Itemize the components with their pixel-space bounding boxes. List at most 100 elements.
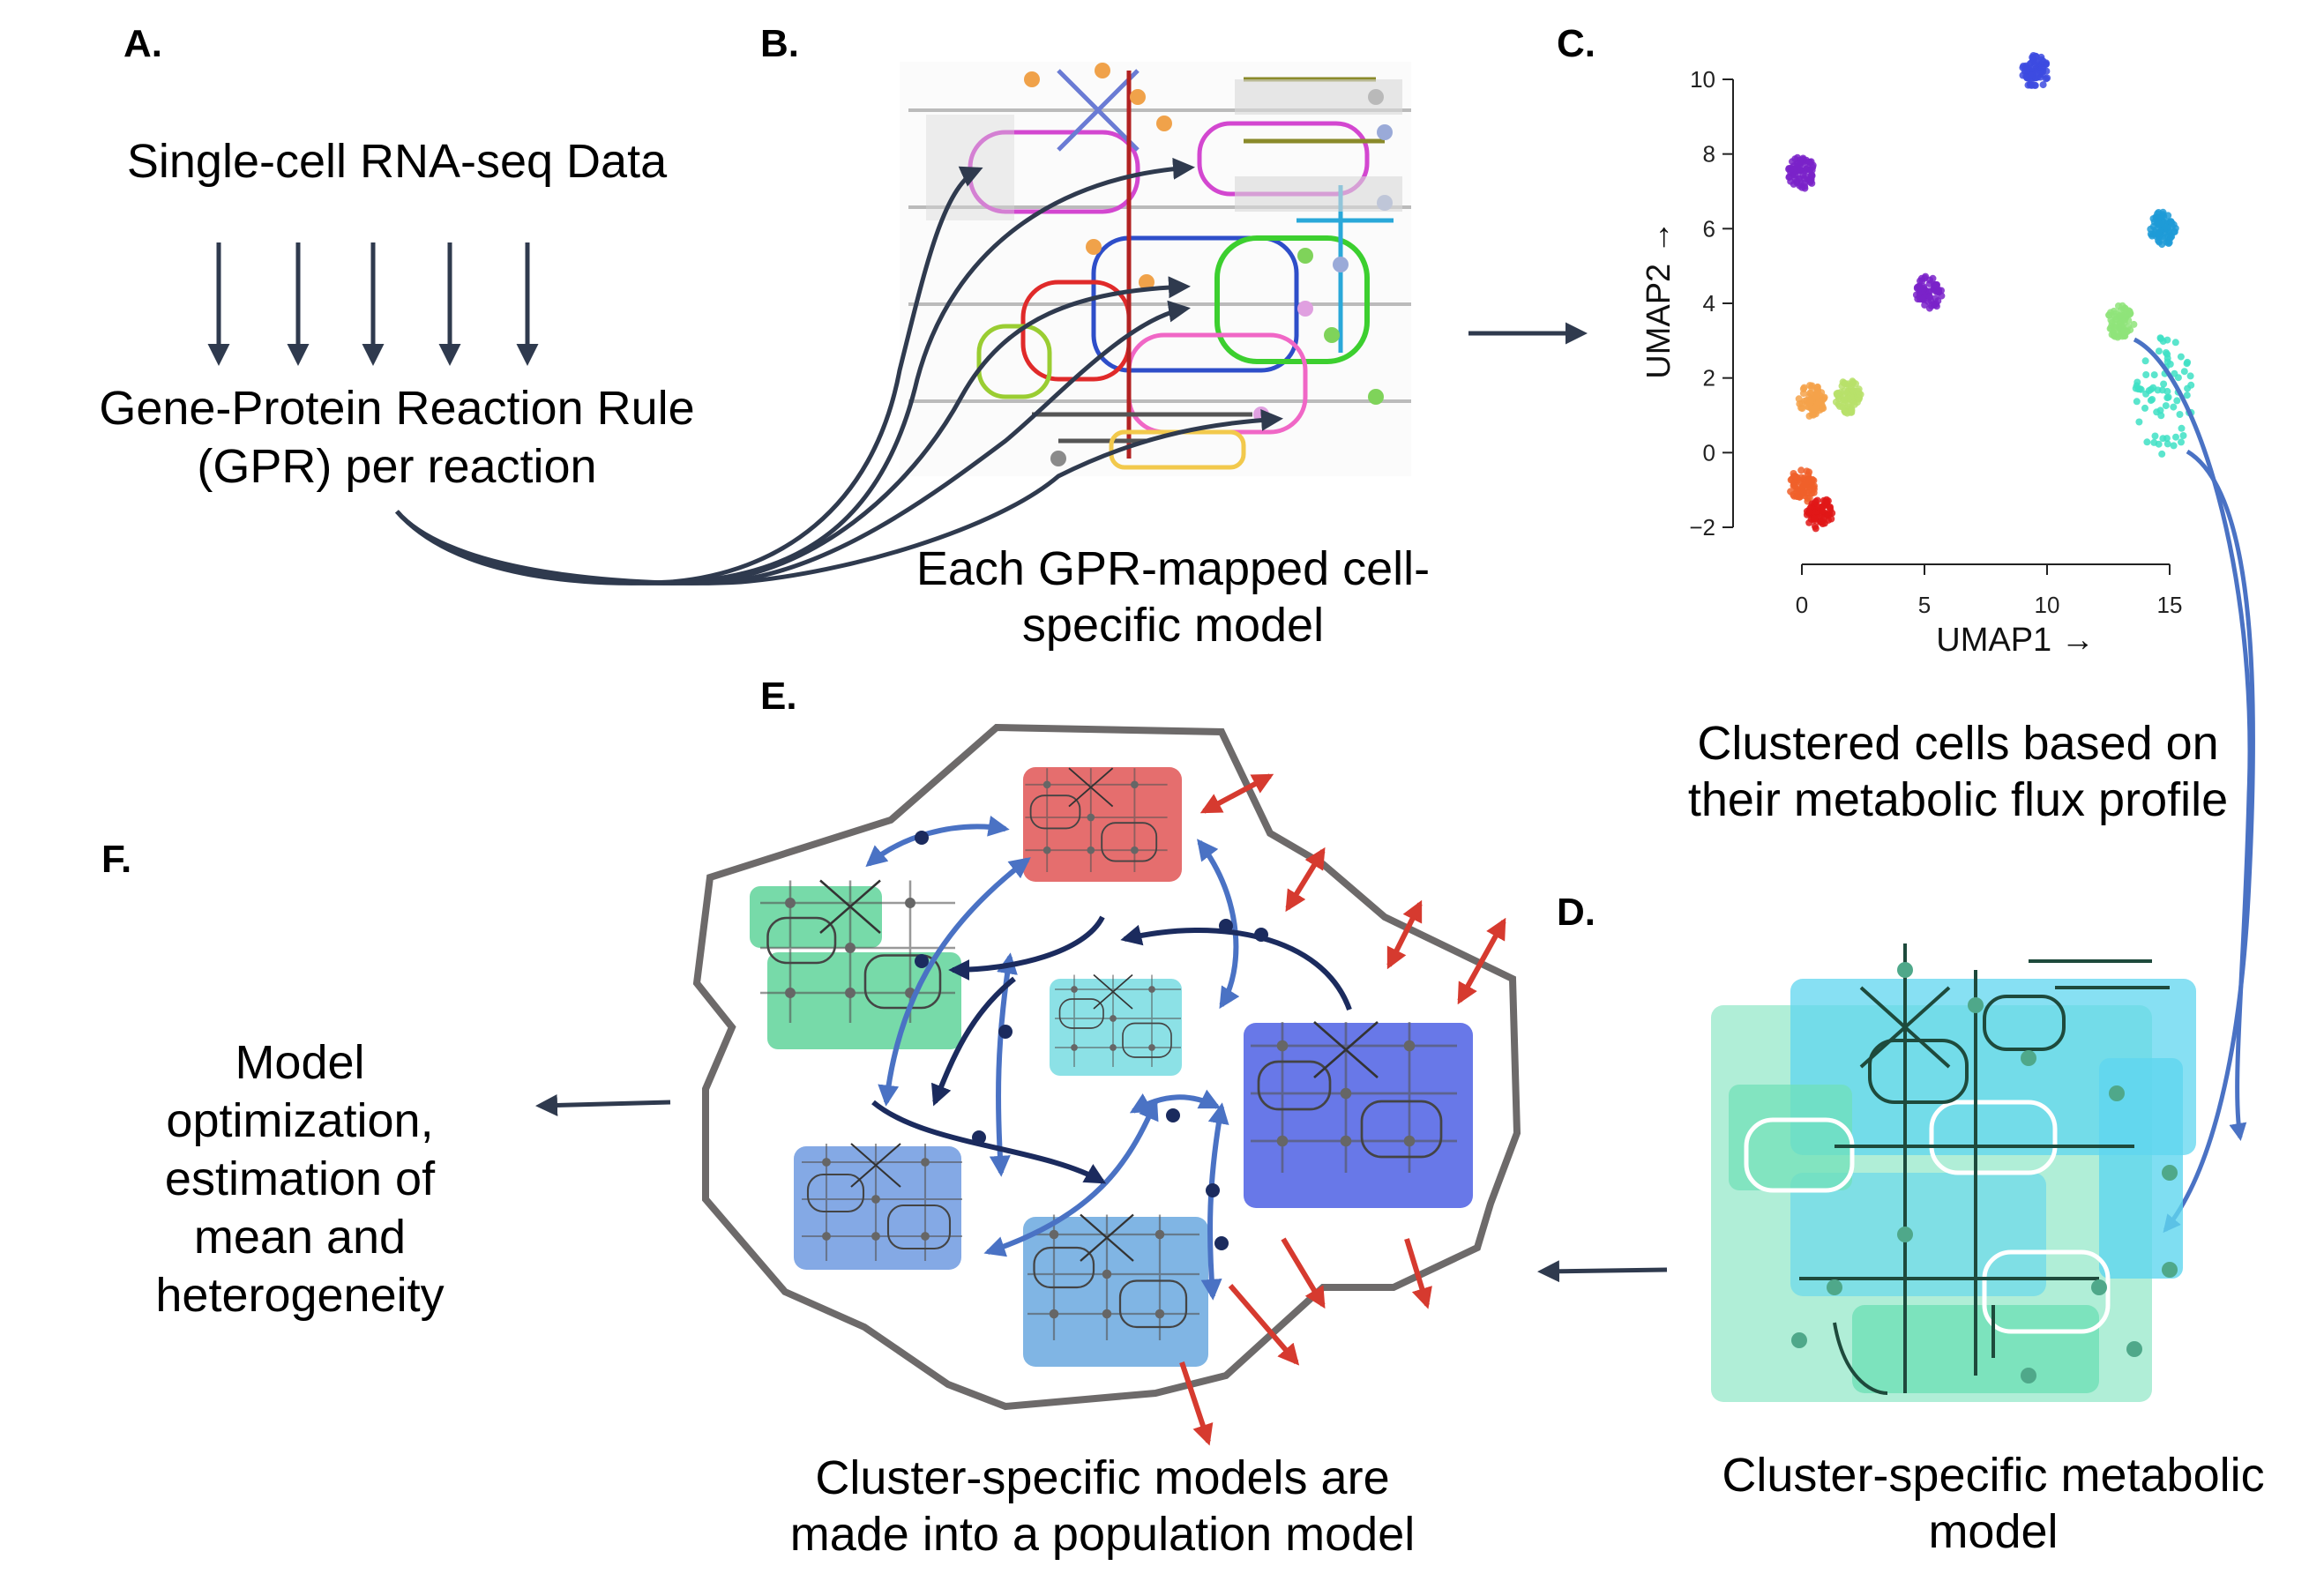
umap-point	[2150, 218, 2158, 226]
umap-point	[1811, 514, 1819, 522]
umap-point	[2163, 336, 2171, 344]
umap-point	[2177, 353, 2185, 361]
panel-e-exchange-arrows	[1179, 773, 1506, 1446]
umap-point	[2184, 358, 2192, 366]
panel-label-b: B.	[760, 22, 799, 65]
panel-f-line-3: estimation of	[164, 1152, 436, 1205]
umap-point	[1806, 382, 1814, 390]
umap-point	[1818, 514, 1826, 522]
umap-point	[2043, 67, 2051, 75]
umap-point	[1804, 165, 1811, 173]
umap-point	[1852, 380, 1859, 388]
umap-point	[2133, 378, 2141, 386]
umap-point	[1827, 503, 1834, 511]
umap-y-tick-label: 0	[1703, 439, 1715, 466]
umap-point	[1805, 518, 1813, 526]
panel-label-e: E.	[760, 675, 797, 718]
umap-point	[2179, 432, 2187, 439]
panel-b-caption-1: Each GPR-mapped cell-	[915, 542, 1431, 595]
umap-y-tick-label: −2	[1689, 514, 1715, 541]
umap-point	[1812, 525, 1820, 533]
panel-label-d: D.	[1557, 891, 1595, 934]
cluster-model-skyblue	[1013, 1206, 1214, 1367]
umap-point	[1805, 159, 1813, 166]
panel-e-caption-1: Cluster-specific models are	[815, 1451, 1390, 1504]
umap-point	[1934, 297, 1942, 305]
umap-point	[2039, 57, 2047, 65]
umap-cluster	[1785, 153, 1817, 192]
umap-point	[1916, 282, 1923, 290]
gpr-to-model-arrows	[395, 157, 1283, 585]
umap-point	[2173, 397, 2181, 405]
umap-point	[2125, 323, 2132, 331]
umap-y-tick-label: 4	[1703, 290, 1715, 317]
panel-d-caption-2: model	[1928, 1505, 2059, 1558]
umap-point	[1841, 387, 1849, 395]
scrnaseq-title: Single-cell RNA-seq Data	[126, 135, 668, 188]
umap-point	[1912, 291, 1920, 299]
umap-point	[1850, 400, 1858, 408]
umap-y-tick-label: 10	[1690, 66, 1715, 93]
panel-b-caption-2: specific model	[1021, 599, 1325, 652]
umap-point	[2115, 302, 2122, 310]
umap-point	[1789, 158, 1796, 166]
umap-point	[1918, 277, 1926, 285]
panel-label-c: C.	[1557, 22, 1595, 65]
umap-point	[1799, 385, 1807, 393]
umap-point	[1929, 274, 1937, 282]
umap-point	[1805, 508, 1812, 516]
umap-point	[2141, 357, 2149, 365]
umap-y-tick-label: 8	[1703, 141, 1715, 168]
gpr-line-2: (GPR) per reaction	[197, 440, 597, 493]
umap-x-tick-label: 10	[2035, 592, 2060, 618]
umap-point	[2142, 371, 2150, 378]
umap-point	[1919, 295, 1926, 303]
umap-point	[1938, 287, 1945, 295]
cluster-model-blue	[1233, 1012, 1475, 1208]
umap-point	[2028, 71, 2036, 79]
umap-point	[2032, 59, 2040, 67]
umap-point	[2163, 350, 2171, 358]
umap-point	[2155, 236, 2163, 244]
umap-point	[2042, 75, 2050, 83]
umap-point	[2022, 66, 2030, 74]
cluster-model-lightblue	[788, 1136, 976, 1270]
umap-point	[2183, 392, 2191, 399]
umap-point	[1787, 177, 1795, 185]
umap-point	[2178, 424, 2186, 432]
umap-cluster	[2019, 52, 2051, 89]
umap-point	[2141, 404, 2148, 412]
umap-point	[2111, 316, 2119, 324]
umap-point	[1795, 395, 1803, 403]
umap-cluster	[1912, 272, 1946, 312]
umap-point	[2111, 324, 2119, 332]
panel-e-node-dots	[915, 831, 1268, 1250]
umap-point	[1801, 183, 1809, 190]
umap-point	[1841, 407, 1849, 415]
panel-b-metabolic-map	[900, 62, 1411, 476]
umap-point	[2130, 320, 2138, 328]
umap-point	[1854, 394, 1862, 402]
umap-point	[2019, 71, 2027, 79]
umap-point	[2158, 450, 2166, 458]
umap-point	[2105, 311, 2113, 319]
umap-point	[2159, 435, 2167, 443]
umap-point	[2176, 411, 2184, 418]
umap-point	[2156, 220, 2163, 228]
umap-point	[2121, 305, 2129, 312]
umap-point	[1794, 160, 1802, 168]
umap-point	[2171, 369, 2178, 377]
umap-point	[2133, 398, 2141, 406]
umap-point	[1926, 293, 1933, 301]
umap-cluster	[1787, 466, 1818, 505]
umap-point	[2170, 403, 2178, 411]
panel-f-line-5: heterogeneity	[155, 1269, 445, 1322]
panel-c-caption-2: their metabolic flux profile	[1687, 773, 2229, 826]
umap-x-tick-label: 0	[1796, 592, 1808, 618]
umap-y-tick-label: 2	[1703, 365, 1715, 392]
umap-point	[2168, 219, 2176, 227]
cluster-model-cyan	[1044, 969, 1192, 1076]
panel-f-caption: Model optimization, estimation of mean a…	[115, 1033, 485, 1324]
